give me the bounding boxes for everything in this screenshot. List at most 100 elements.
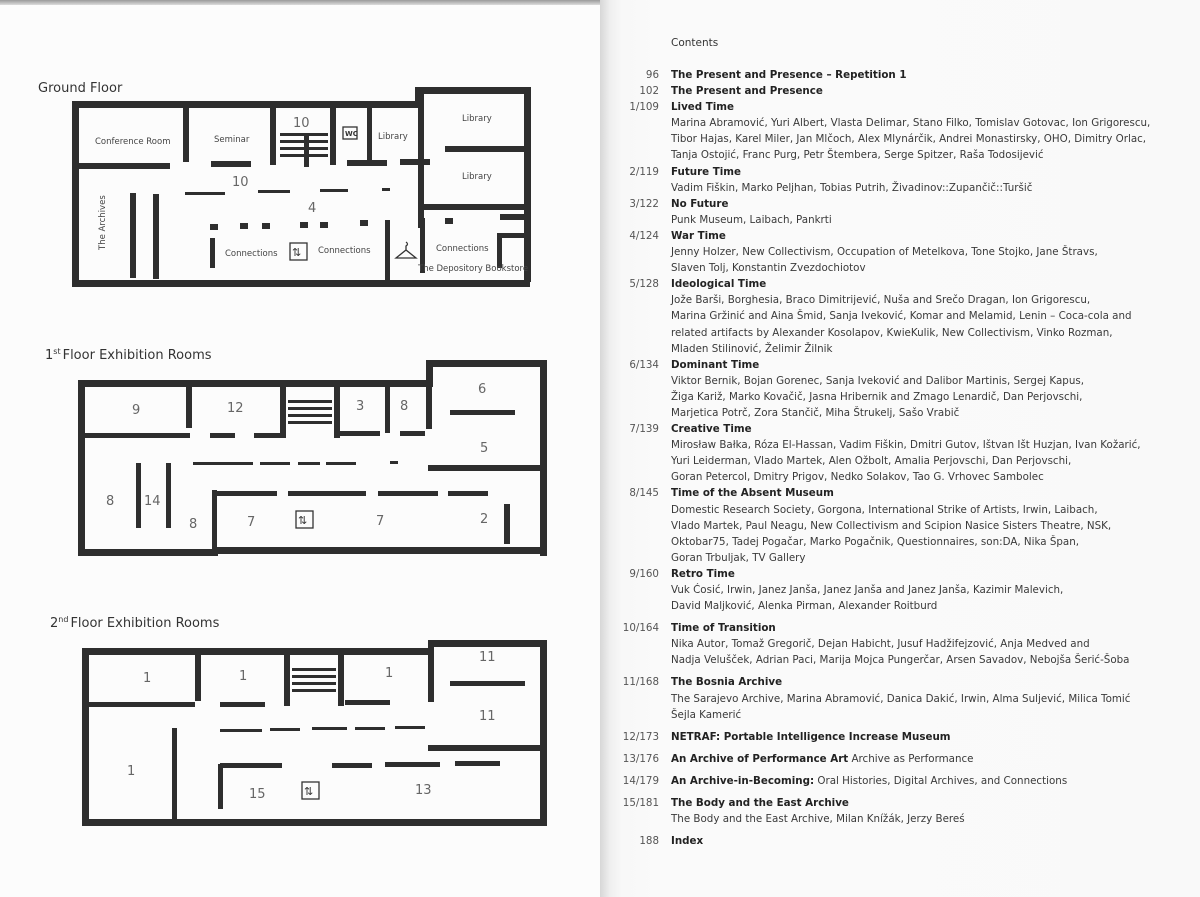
table-of-contents: 96 The Present and Presence – Repetition …: [615, 67, 1175, 849]
toc-page-number: 6/134: [629, 358, 659, 371]
toc-entry-artists: The Body and the East Archive, Milan Kní…: [671, 813, 965, 826]
coat-hanger-icon: [394, 241, 418, 259]
room-label-conference: Conference Room: [95, 137, 170, 147]
toc-entry-artists: Punk Museum, Laibach, Pankrti: [671, 213, 832, 226]
toc-entry-title: Time of the Absent Museum: [671, 487, 834, 500]
room-number: 7: [376, 514, 384, 529]
elevator-arrows-icon: ⇅: [292, 247, 301, 259]
room-label-wc: WC: [345, 130, 358, 138]
room-number: 13: [415, 783, 432, 798]
toc-entry-title: Future Time: [671, 165, 742, 178]
toc-page-number: 15/181: [622, 797, 659, 810]
toc-entry-artists: Šejla Kamerić: [671, 708, 742, 721]
toc-entry-artists: Goran Trbuljak, TV Gallery: [671, 551, 806, 564]
contents-heading: Contents: [671, 37, 719, 49]
toc-entry-title: An Archive of Performance Art: [671, 752, 849, 765]
toc-page-number: 8/145: [629, 487, 659, 500]
toc-entry-artists: Yuri Leiderman, Vlado Martek, Alen Ožbol…: [671, 455, 1072, 468]
toc-page-number: 102: [639, 85, 659, 98]
toc-entry-artists: Vlado Martek, Paul Neagu, New Collectivi…: [671, 519, 1112, 532]
toc-entry-artists: Domestic Research Society, Gorgona, Inte…: [671, 503, 1098, 516]
toc-entry-body: The Present and Presence – Repetition 1: [671, 67, 1175, 83]
toc-page-number: 11/168: [622, 676, 659, 689]
toc-entry-body: NETRAF: Portable Intelligence Increase M…: [671, 729, 1175, 745]
toc-page-number: 10/164: [622, 622, 659, 635]
room-label-library: Library: [378, 132, 408, 142]
room-number: 3: [356, 399, 364, 414]
wall: [72, 101, 420, 108]
room-number: 9: [132, 403, 140, 418]
toc-entry-title: Index: [671, 835, 704, 848]
toc-page-number: 7/139: [629, 423, 659, 436]
toc-entry-title: Ideological Time: [671, 278, 767, 291]
toc-entry-body: The Present and Presence: [671, 83, 1175, 99]
room-number: 5: [480, 441, 488, 456]
room-number: 1: [385, 666, 393, 681]
toc-entry-title: The Bosnia Archive: [671, 676, 783, 689]
toc-page-number: 96: [645, 69, 659, 81]
room-number: 1: [143, 671, 151, 686]
elevator-icon: [289, 242, 308, 261]
toc-entry-artists: Marina Abramović, Yuri Albert, Vlasta De…: [671, 117, 1151, 130]
elevator-arrows-icon: ⇅: [298, 515, 307, 527]
toc-entry-body: An Archive-in-Becoming: Oral Histories, …: [671, 773, 1175, 789]
room-number: 8: [106, 494, 114, 509]
room-number: 11: [479, 709, 496, 724]
toc-page-number: 2/119: [629, 165, 659, 178]
toc-entry-body: Index: [671, 833, 1175, 849]
room-label-library: Library: [462, 172, 492, 182]
room-number: 12: [227, 401, 244, 416]
right-page-contents: [600, 0, 1200, 897]
room-number: 6: [478, 382, 486, 397]
toc-entry-artists: Viktor Bernik, Bojan Gorenec, Sanja Ivek…: [671, 374, 1085, 387]
toc-entry-artists: Žiga Kariž, Marko Kovačič, Jasna Hribern…: [671, 390, 1083, 403]
toc-entry-artists: Oktobar75, Tadej Pogačar, Marko Pogačnik…: [671, 535, 1080, 548]
toc-entry-title: Lived Time: [671, 101, 735, 114]
toc-page-number: 4/124: [629, 229, 659, 242]
room-number: 15: [249, 787, 266, 802]
toc-page-number: 9/160: [629, 567, 659, 580]
page-edge: [0, 0, 600, 5]
wall: [524, 87, 531, 282]
toc-entry-artists: Goran Petercol, Dmitry Prigov, Nedko Sol…: [671, 471, 1044, 484]
toc-entry-artists: Jože Barši, Borghesia, Braco Dimitrijevi…: [671, 294, 1091, 307]
toc-entry-title: NETRAF: Portable Intelligence Increase M…: [671, 730, 951, 743]
toc-entry-subtitle: Oral Histories, Digital Archives, and Co…: [817, 774, 1068, 787]
room-number: 10: [293, 116, 310, 131]
room-number: 11: [479, 650, 496, 665]
wall: [72, 280, 530, 287]
ground-floor-plan: Ground Floor: [38, 81, 531, 287]
toc-entry: 188 Index: [615, 833, 1175, 849]
toc-entry-subtitle: Archive as Performance: [851, 752, 974, 765]
toc-entry-artists: related artifacts by Alexander Kosolapov…: [671, 326, 1113, 339]
toc-entry-artists: Mladen Stilinović, Želimir Žilnik: [671, 342, 833, 355]
toc-entry: 102 The Present and Presence: [615, 83, 1175, 99]
wc-icon: [342, 126, 358, 140]
left-page-floor-plans: Ground Floor: [0, 0, 600, 826]
toc-page-number: 188: [639, 835, 659, 848]
floor-title-ground: Ground Floor: [38, 81, 123, 96]
toc-entry-artists: The Sarajevo Archive, Marina Abramović, …: [671, 692, 1131, 705]
toc-entry-artists: Vuk Ćosić, Irwin, Janez Janša, Janez Jan…: [671, 584, 1064, 596]
toc-entry-artists: Tanja Ostojić, Franc Purg, Petr Štembera…: [671, 149, 1044, 162]
